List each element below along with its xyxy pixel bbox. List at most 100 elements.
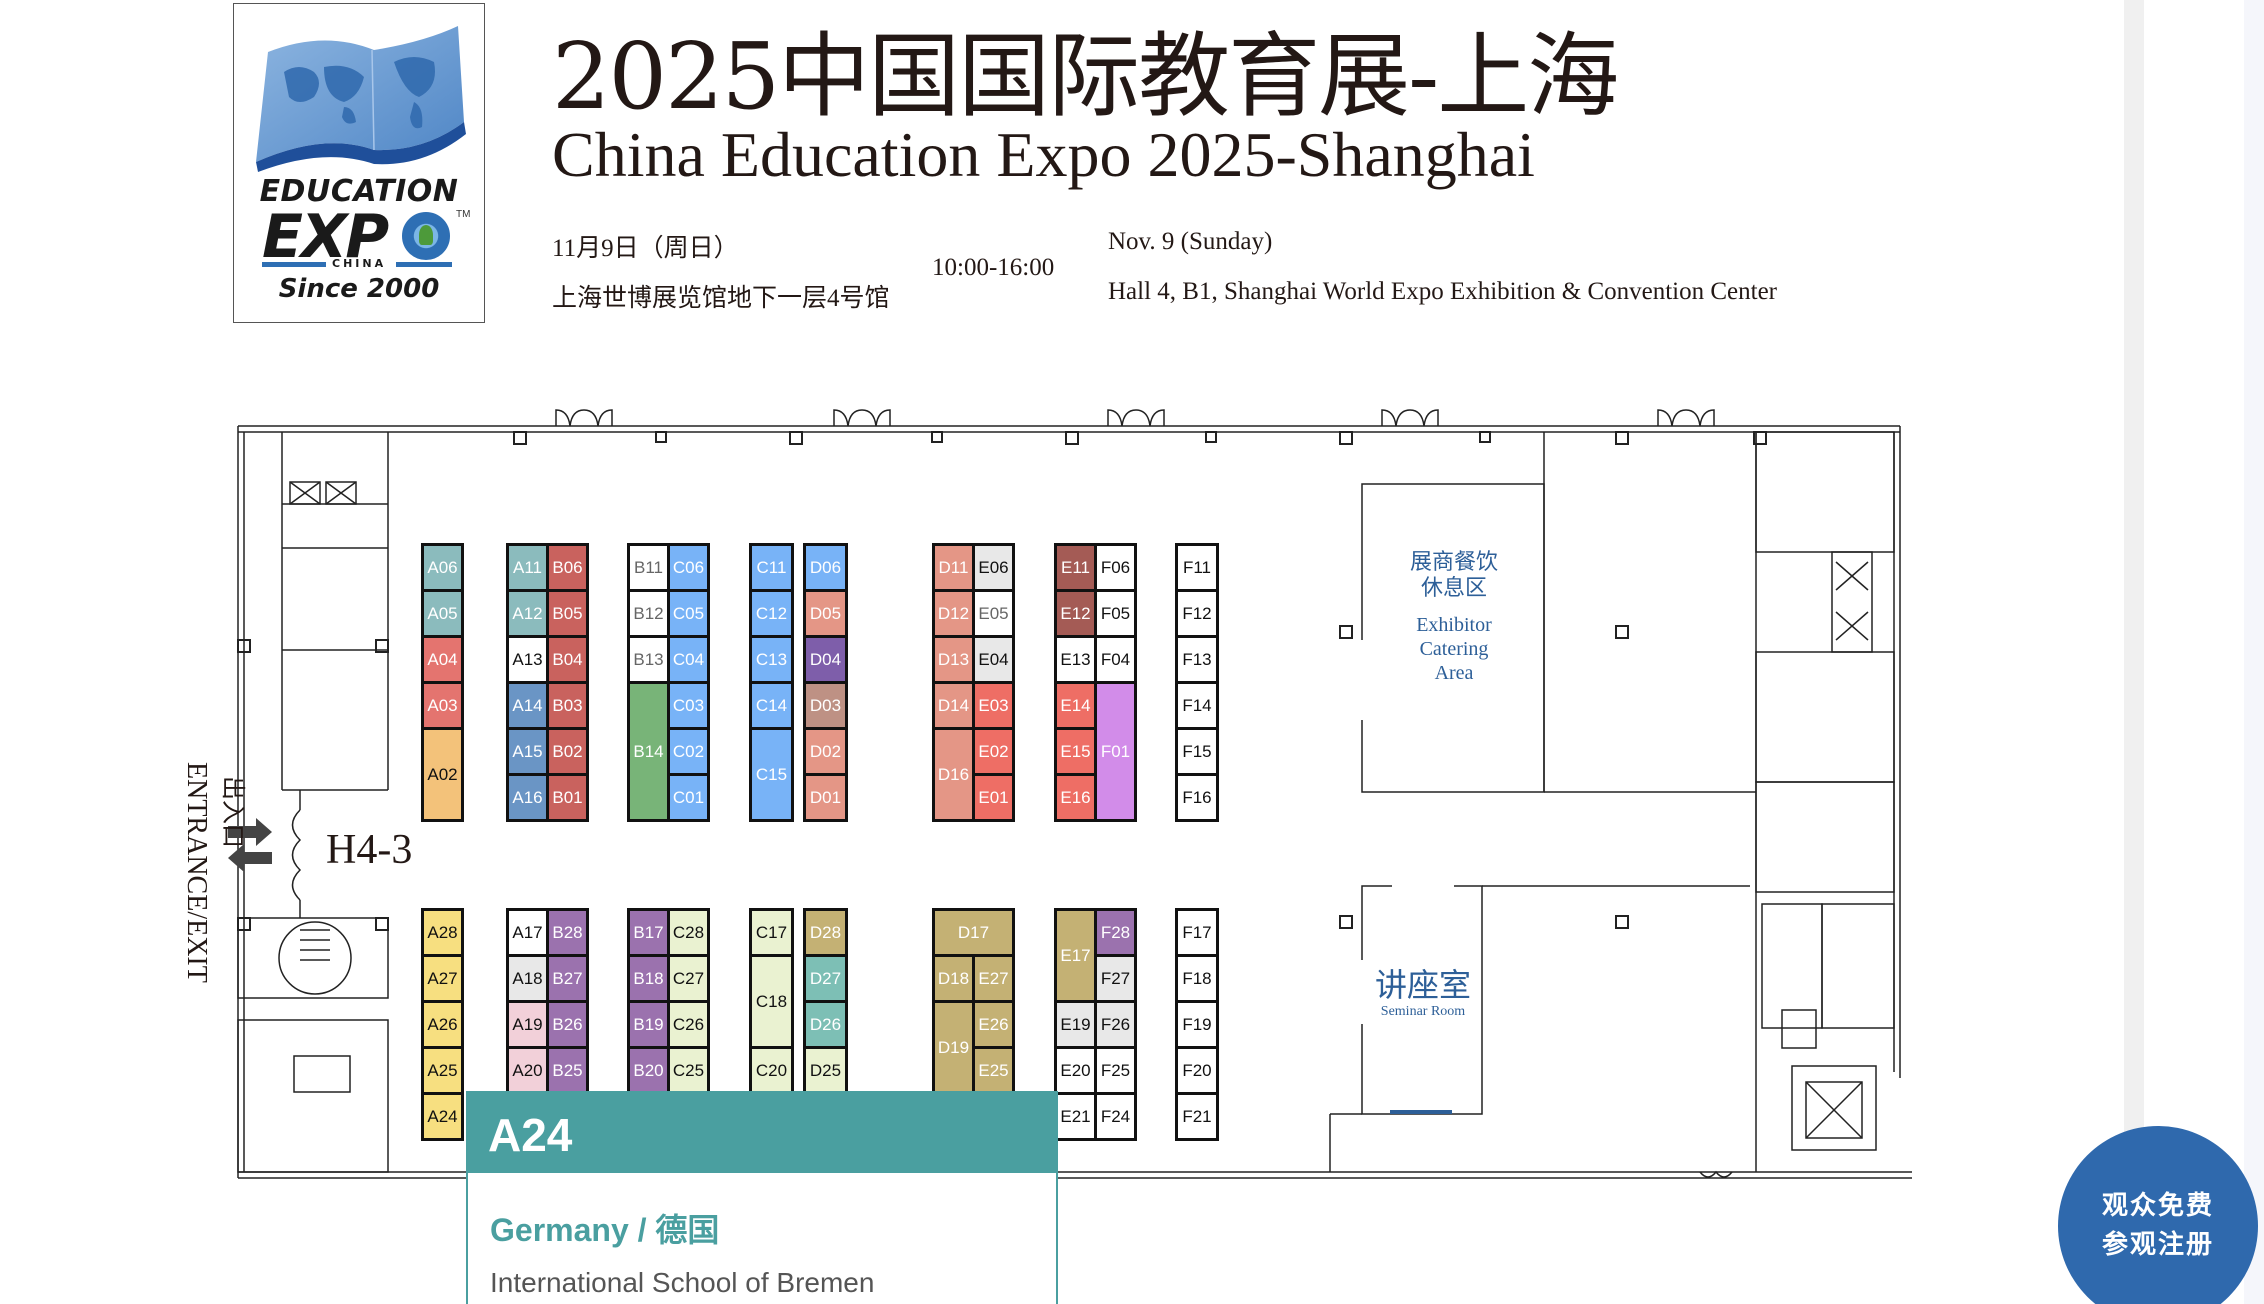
booth-a28[interactable]: A28: [421, 908, 464, 957]
booth-d11[interactable]: D11: [932, 543, 975, 592]
scrollbar-gutter[interactable]: [2124, 0, 2144, 1304]
booth-a16[interactable]: A16: [506, 773, 549, 822]
booth-a05[interactable]: A05: [421, 589, 464, 638]
booth-e05[interactable]: E05: [972, 589, 1015, 638]
booth-e03[interactable]: E03: [972, 681, 1015, 730]
booth-d28[interactable]: D28: [803, 908, 848, 957]
booth-c18[interactable]: C18: [749, 954, 794, 1049]
booth-b01[interactable]: B01: [546, 773, 589, 822]
booth-b19[interactable]: B19: [627, 1000, 670, 1049]
booth-d06[interactable]: D06: [803, 543, 848, 592]
booth-a20[interactable]: A20: [506, 1046, 549, 1095]
booth-d14[interactable]: D14: [932, 681, 975, 730]
booth-d16[interactable]: D16: [932, 727, 975, 822]
booth-c20[interactable]: C20: [749, 1046, 794, 1095]
booth-c03[interactable]: C03: [667, 681, 710, 730]
booth-c14[interactable]: C14: [749, 681, 794, 730]
booth-f06[interactable]: F06: [1094, 543, 1137, 592]
booth-b13[interactable]: B13: [627, 635, 670, 684]
booth-c13[interactable]: C13: [749, 635, 794, 684]
booth-e16[interactable]: E16: [1054, 773, 1097, 822]
booth-d27[interactable]: D27: [803, 954, 848, 1003]
booth-d12[interactable]: D12: [932, 589, 975, 638]
booth-b03[interactable]: B03: [546, 681, 589, 730]
booth-b14[interactable]: B14: [627, 681, 670, 822]
booth-a26[interactable]: A26: [421, 1000, 464, 1049]
booth-a17[interactable]: A17: [506, 908, 549, 957]
booth-c15[interactable]: C15: [749, 727, 794, 822]
booth-e19[interactable]: E19: [1054, 1000, 1097, 1049]
booth-b11[interactable]: B11: [627, 543, 670, 592]
booth-f18[interactable]: F18: [1175, 954, 1219, 1003]
booth-d17[interactable]: D17: [932, 908, 1015, 957]
booth-f19[interactable]: F19: [1175, 1000, 1219, 1049]
booth-e14[interactable]: E14: [1054, 681, 1097, 730]
booth-a06[interactable]: A06: [421, 543, 464, 592]
booth-b02[interactable]: B02: [546, 727, 589, 776]
booth-e06[interactable]: E06: [972, 543, 1015, 592]
booth-c05[interactable]: C05: [667, 589, 710, 638]
booth-a19[interactable]: A19: [506, 1000, 549, 1049]
booth-f14[interactable]: F14: [1175, 681, 1219, 730]
booth-e12[interactable]: E12: [1054, 589, 1097, 638]
booth-b18[interactable]: B18: [627, 954, 670, 1003]
booth-c26[interactable]: C26: [667, 1000, 710, 1049]
booth-c12[interactable]: C12: [749, 589, 794, 638]
booth-a25[interactable]: A25: [421, 1046, 464, 1095]
booth-a15[interactable]: A15: [506, 727, 549, 776]
booth-d03[interactable]: D03: [803, 681, 848, 730]
booth-d26[interactable]: D26: [803, 1000, 848, 1049]
booth-d01[interactable]: D01: [803, 773, 848, 822]
booth-f21[interactable]: F21: [1175, 1092, 1219, 1141]
booth-d02[interactable]: D02: [803, 727, 848, 776]
booth-f26[interactable]: F26: [1094, 1000, 1137, 1049]
booth-a27[interactable]: A27: [421, 954, 464, 1003]
booth-e13[interactable]: E13: [1054, 635, 1097, 684]
booth-b25[interactable]: B25: [546, 1046, 589, 1095]
booth-e27[interactable]: E27: [972, 954, 1015, 1003]
booth-e26[interactable]: E26: [972, 1000, 1015, 1049]
booth-e01[interactable]: E01: [972, 773, 1015, 822]
booth-e11[interactable]: E11: [1054, 543, 1097, 592]
booth-c27[interactable]: C27: [667, 954, 710, 1003]
booth-c17[interactable]: C17: [749, 908, 794, 957]
booth-c28[interactable]: C28: [667, 908, 710, 957]
booth-f01[interactable]: F01: [1094, 681, 1137, 822]
booth-f24[interactable]: F24: [1094, 1092, 1137, 1141]
booth-f11[interactable]: F11: [1175, 543, 1219, 592]
booth-b05[interactable]: B05: [546, 589, 589, 638]
booth-c04[interactable]: C04: [667, 635, 710, 684]
booth-a11[interactable]: A11: [506, 543, 549, 592]
booth-c01[interactable]: C01: [667, 773, 710, 822]
booth-a12[interactable]: A12: [506, 589, 549, 638]
booth-f17[interactable]: F17: [1175, 908, 1219, 957]
booth-f28[interactable]: F28: [1094, 908, 1137, 957]
booth-a03[interactable]: A03: [421, 681, 464, 730]
booth-f20[interactable]: F20: [1175, 1046, 1219, 1095]
booth-c11[interactable]: C11: [749, 543, 794, 592]
booth-a18[interactable]: A18: [506, 954, 549, 1003]
booth-b04[interactable]: B04: [546, 635, 589, 684]
booth-f13[interactable]: F13: [1175, 635, 1219, 684]
booth-a24[interactable]: A24: [421, 1092, 464, 1141]
booth-d25[interactable]: D25: [803, 1046, 848, 1095]
free-visitor-registration-button[interactable]: 观众免费 参观注册: [2058, 1126, 2258, 1304]
booth-c02[interactable]: C02: [667, 727, 710, 776]
booth-e17[interactable]: E17: [1054, 908, 1097, 1003]
booth-e25[interactable]: E25: [972, 1046, 1015, 1095]
booth-b26[interactable]: B26: [546, 1000, 589, 1049]
booth-d19[interactable]: D19: [932, 1000, 975, 1095]
booth-f12[interactable]: F12: [1175, 589, 1219, 638]
booth-b28[interactable]: B28: [546, 908, 589, 957]
booth-a04[interactable]: A04: [421, 635, 464, 684]
booth-a13[interactable]: A13: [506, 635, 549, 684]
booth-a02[interactable]: A02: [421, 727, 464, 822]
booth-f16[interactable]: F16: [1175, 773, 1219, 822]
booth-e21[interactable]: E21: [1054, 1092, 1097, 1141]
popup-exhibitor-name[interactable]: International School of Bremen: [490, 1267, 875, 1298]
booth-f27[interactable]: F27: [1094, 954, 1137, 1003]
booth-b06[interactable]: B06: [546, 543, 589, 592]
booth-f05[interactable]: F05: [1094, 589, 1137, 638]
booth-d05[interactable]: D05: [803, 589, 848, 638]
booth-c06[interactable]: C06: [667, 543, 710, 592]
